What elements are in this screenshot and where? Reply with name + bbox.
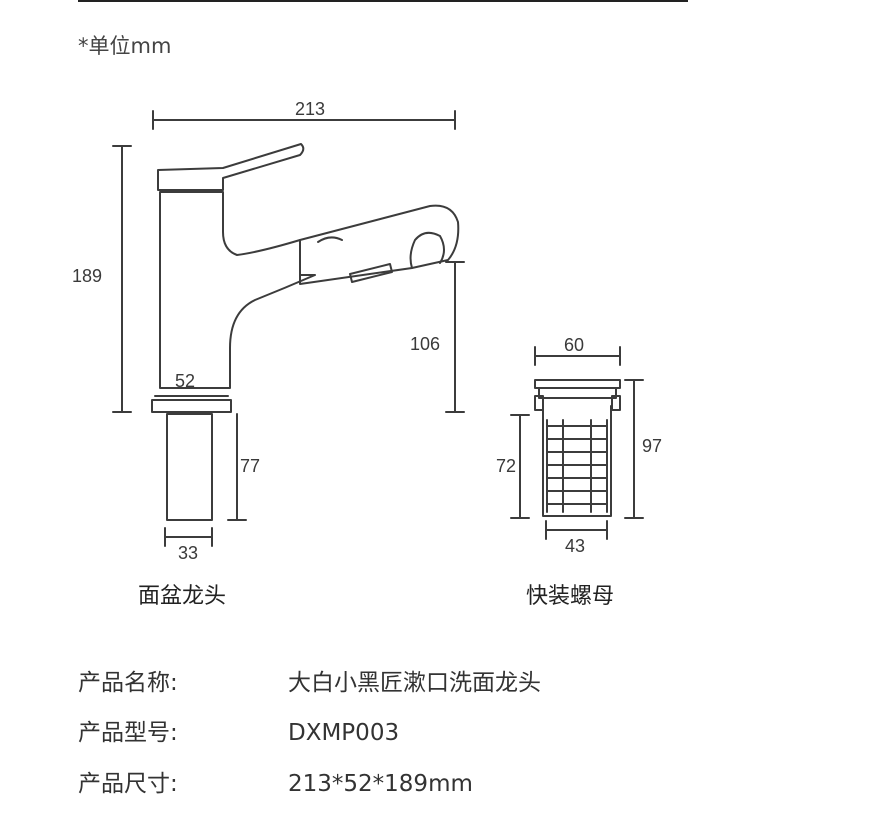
faucet-width-label: 213 bbox=[295, 99, 325, 119]
spec-row-name: 产品名称: 大白小黑匠漱口洗面龙头 bbox=[78, 663, 541, 697]
spout-switch bbox=[349, 263, 393, 283]
faucet-height-label: 189 bbox=[72, 266, 102, 286]
spec-size-value: 213*52*189mm bbox=[288, 771, 473, 797]
nut-flange bbox=[534, 379, 621, 389]
shank-length-dimension bbox=[227, 413, 247, 521]
spec-model-label: 产品型号: bbox=[78, 720, 178, 746]
spray-head bbox=[409, 231, 445, 269]
technical-drawing: 213 189 106 52 77 33 60 97 72 43 面盆龙头 快装… bbox=[72, 99, 662, 609]
unit-note: *单位mm bbox=[78, 34, 172, 58]
nut-body-height-dimension bbox=[510, 414, 530, 519]
faucet-body bbox=[159, 191, 316, 389]
nut-caption: 快装螺母 bbox=[526, 584, 614, 609]
faucet-width-dimension bbox=[152, 110, 456, 130]
shank-diameter-label: 33 bbox=[178, 543, 198, 563]
nut-height-dimension bbox=[624, 379, 644, 519]
nut-clip-right bbox=[611, 395, 621, 411]
top-divider bbox=[78, 0, 688, 2]
shank-length-label: 77 bbox=[240, 456, 260, 476]
spec-name-value: 大白小黑匠漱口洗面龙头 bbox=[288, 670, 541, 696]
spec-model-value: DXMP003 bbox=[288, 720, 400, 746]
spec-name-label: 产品名称: bbox=[78, 670, 178, 696]
faucet-outline bbox=[151, 143, 460, 521]
faucet-handle bbox=[157, 143, 305, 191]
spec-row-size: 产品尺寸: 213*52*189mm bbox=[78, 764, 473, 798]
nut-bottom-width-label: 43 bbox=[565, 536, 585, 556]
nut-top-width-label: 60 bbox=[564, 335, 584, 355]
nut-height-label: 97 bbox=[642, 436, 662, 456]
nut-outline bbox=[534, 379, 621, 517]
spec-row-model: 产品型号: DXMP003 bbox=[78, 713, 399, 747]
spout-height-label: 106 bbox=[410, 334, 440, 354]
faucet-shank bbox=[166, 413, 213, 521]
nut-cage bbox=[542, 405, 612, 517]
faucet-spout bbox=[299, 204, 460, 285]
shank-diameter-dimension bbox=[164, 527, 213, 547]
faucet-base-label: 52 bbox=[175, 371, 195, 391]
nut-body-height-label: 72 bbox=[496, 456, 516, 476]
faucet-height-dimension bbox=[112, 145, 132, 413]
nut-clip-left bbox=[534, 395, 544, 411]
nut-collar bbox=[538, 387, 617, 399]
spec-size-label: 产品尺寸: bbox=[78, 771, 178, 797]
nut-top-width-dimension bbox=[534, 346, 621, 366]
faucet-base bbox=[151, 399, 232, 413]
spout-height-dimension bbox=[445, 261, 465, 413]
faucet-caption: 面盆龙头 bbox=[138, 584, 226, 609]
spout-button bbox=[317, 236, 343, 243]
nut-bottom-width-dimension bbox=[545, 520, 608, 540]
